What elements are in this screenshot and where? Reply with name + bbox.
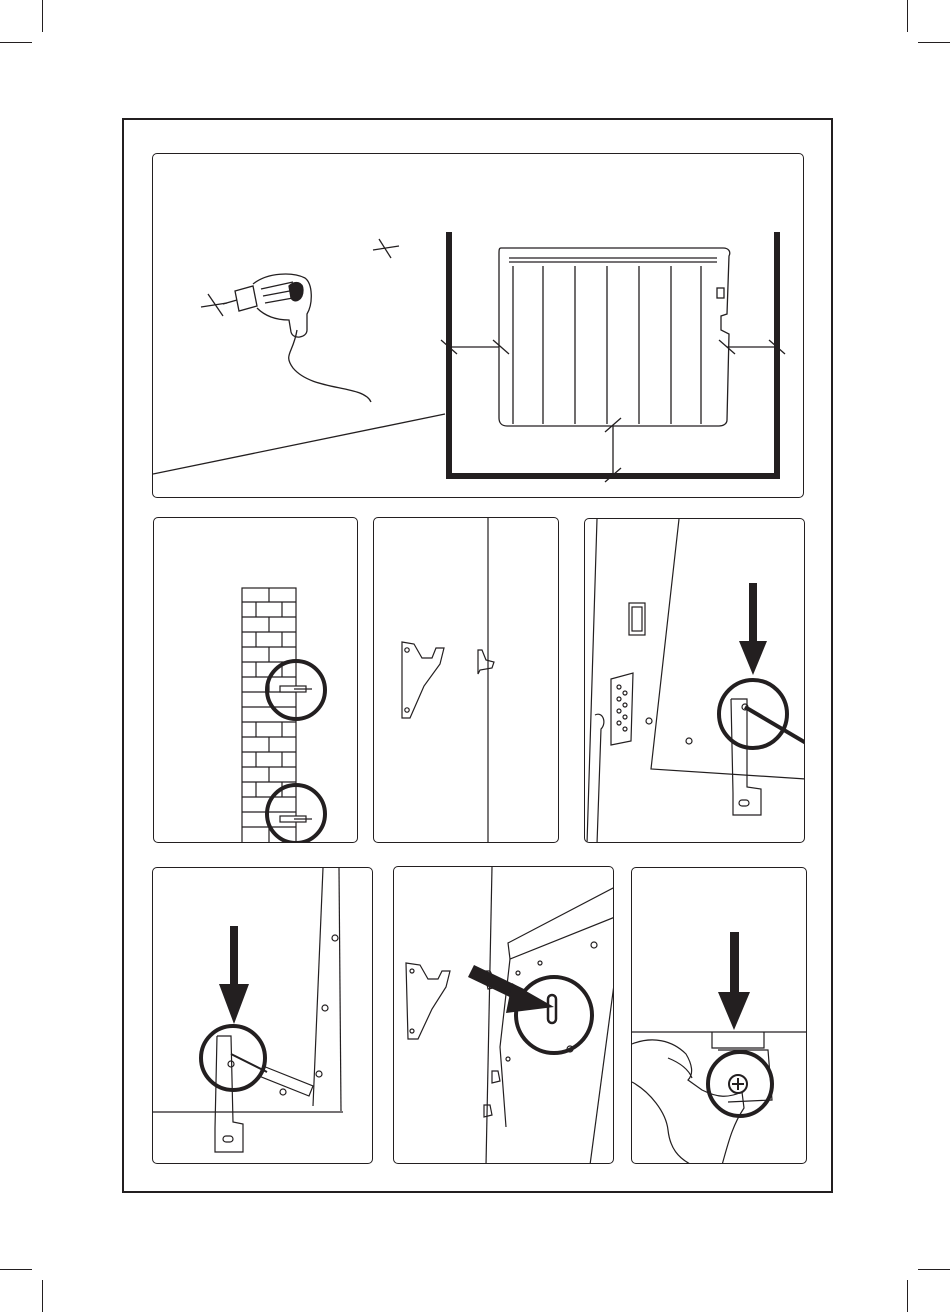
down-arrow-icon [219,926,249,1024]
floor-line [153,414,445,474]
panel-left-bracket-screw [584,518,805,843]
right-bracket-illustration [153,868,373,1164]
heater-icon [499,248,730,426]
wall-hook-icon [484,971,500,1117]
diagonal-arrow-icon [468,965,554,1013]
wall-plug-icon [280,686,312,692]
wall-brackets-illustration [374,518,559,843]
crop-mark [907,1280,908,1312]
brick-wall-icon [154,518,358,843]
panel-right-bracket-screw [152,867,373,1164]
wall-hook-icon [478,650,494,674]
crop-mark [0,42,32,43]
tighten-screw-illustration [632,868,807,1164]
control-panel [611,673,633,745]
magnify-circle-icon [201,1026,265,1090]
bracket-icon [215,1036,243,1152]
left-bracket-illustration [585,519,805,843]
wall-plug-icon [280,816,312,822]
bracket-icon [406,963,450,1039]
crop-mark [0,1269,32,1270]
crop-mark [42,1280,43,1312]
crop-mark [42,0,43,32]
hang-heater-illustration [394,867,614,1164]
crop-mark [918,42,950,43]
screw-head-icon [729,1075,747,1093]
panel-wall-anchors [153,517,358,843]
panel-drilling-and-clearances [152,153,804,498]
hand-icon [632,1040,744,1164]
measurement-mark-icon [373,239,399,258]
down-arrow-icon [739,583,767,675]
panel-wall-brackets [373,517,559,843]
drilling-illustration [153,154,804,498]
crop-mark [918,1269,950,1270]
bracket-icon [731,699,761,815]
down-arrow-icon [718,932,750,1030]
measurement-mark-icon [201,294,227,316]
panel-tighten-screw [631,867,807,1164]
bracket-icon [402,642,444,718]
bracket-icon [718,1050,772,1102]
panel-hang-heater [393,866,614,1164]
magnify-circle-icon [516,977,592,1053]
drill-icon [223,274,371,402]
crop-mark [907,0,908,32]
screwdriver-icon [742,704,805,743]
dimension-lines [441,340,785,482]
